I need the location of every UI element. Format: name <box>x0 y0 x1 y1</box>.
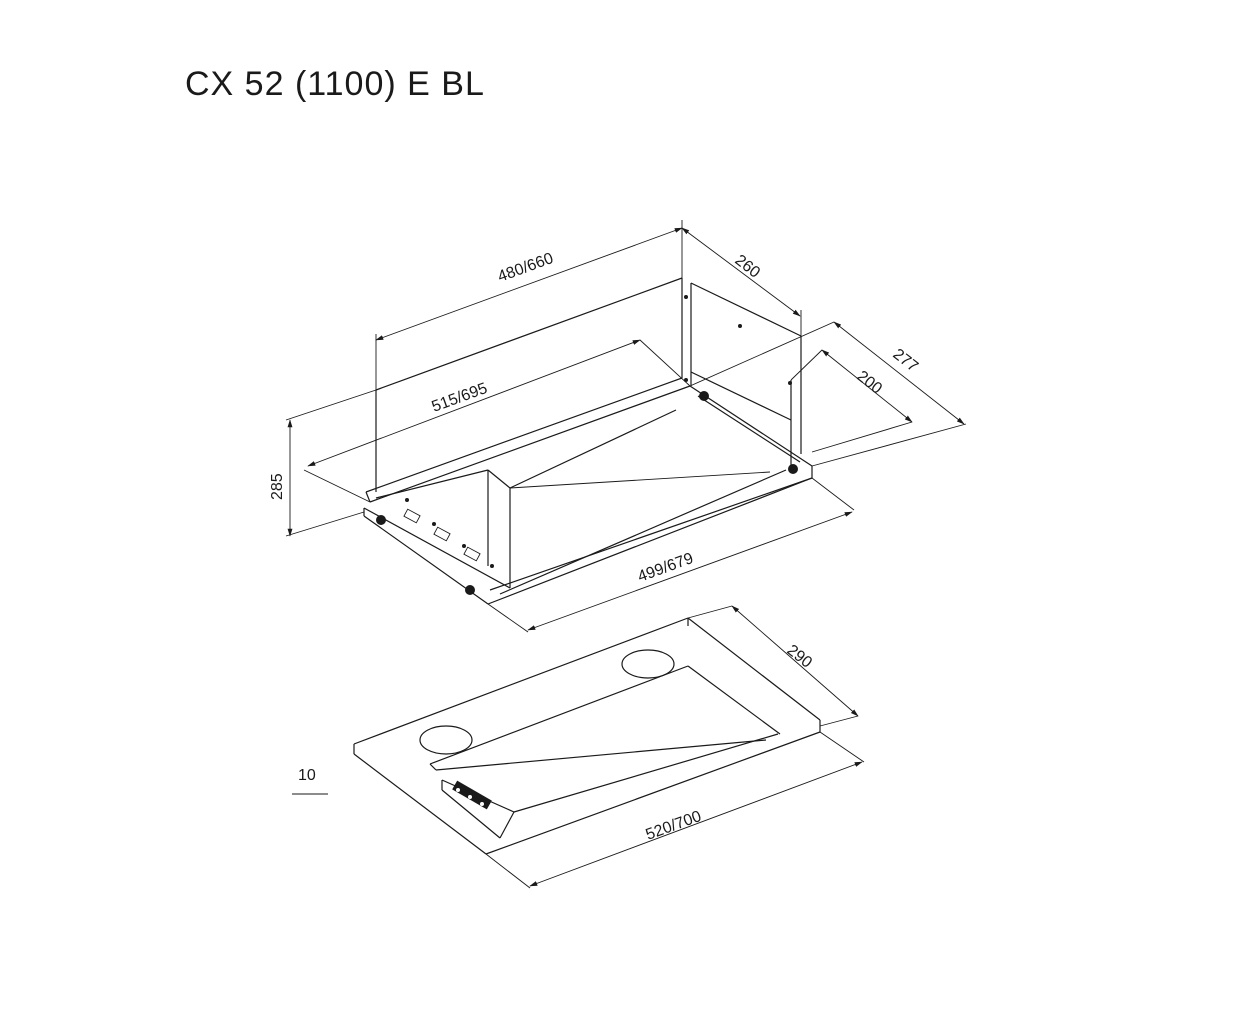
dim-inner-width: 515/695 <box>430 380 490 416</box>
dim-top-width: 480/660 <box>496 250 556 286</box>
dim-depth-inner: 200 <box>854 368 886 398</box>
dim-bottom-width: 499/679 <box>636 550 696 586</box>
dim-top-depth: 260 <box>732 252 764 282</box>
upper-dimensions <box>285 220 967 633</box>
dim-panel-width: 520/700 <box>644 808 704 844</box>
dim-depth-outer: 277 <box>890 346 922 376</box>
dim-panel-depth: 290 <box>784 642 816 672</box>
dim-panel-thickness: 10 <box>298 767 316 784</box>
lower-dimensions <box>292 605 865 889</box>
dim-height: 285 <box>269 473 286 500</box>
hood-body <box>363 277 813 605</box>
bottom-panel <box>353 617 821 855</box>
model-title: CX 52 (1100) E BL <box>185 65 485 103</box>
